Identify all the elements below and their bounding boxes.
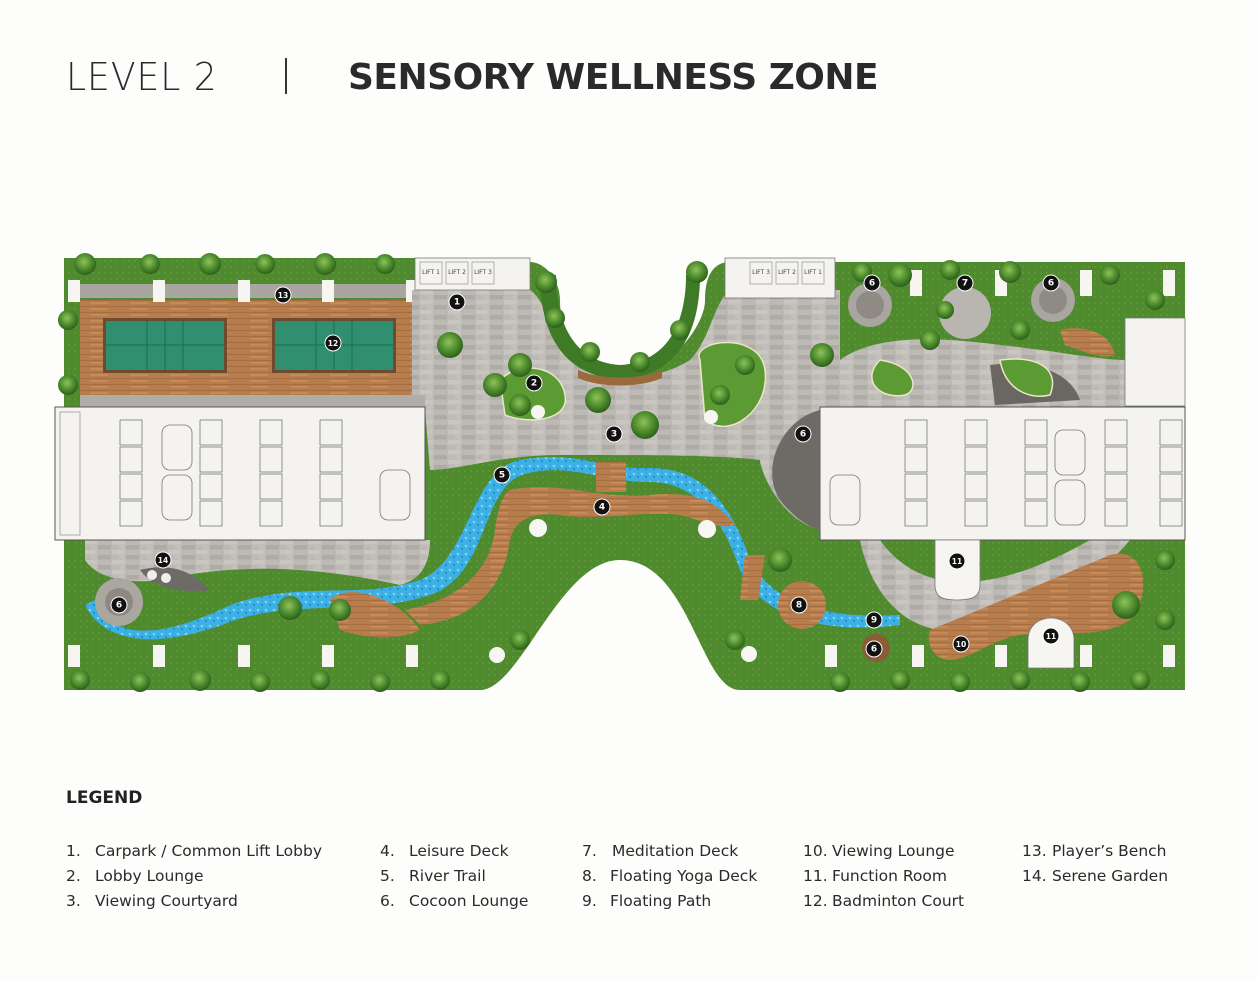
- plan-marker-6: 6: [865, 640, 883, 658]
- left-lift-lobby: LIFT 1 LIFT 2 LIFT 3: [414, 257, 531, 291]
- legend-column-3: 7.Meditation Deck 8.Floating Yoga Deck 9…: [582, 838, 757, 913]
- river-trail: [85, 457, 900, 640]
- lawn-islands: [499, 341, 1054, 427]
- plan-marker-6: 6: [110, 596, 128, 614]
- svg-text:14: 14: [158, 556, 168, 565]
- plan-marker-2: 2: [525, 374, 543, 392]
- lift-label: LIFT 3: [752, 269, 770, 276]
- lift-label: LIFT 3: [474, 269, 492, 276]
- top-garden-arch: [540, 275, 700, 386]
- legend-item: 1.Carpark / Common Lift Lobby: [66, 841, 323, 860]
- svg-text:3: 3: [611, 430, 617, 440]
- decks-right: [330, 553, 1144, 662]
- plan-marker-6: 6: [794, 425, 812, 443]
- svg-text:5: 5: [499, 471, 505, 481]
- plan-marker-11: 11: [948, 552, 966, 570]
- legend-item: 4.Leisure Deck: [380, 841, 509, 860]
- legend-item: 7.Meditation Deck: [582, 841, 739, 860]
- plan-marker-7: 7: [956, 274, 974, 292]
- svg-text:4: 4: [599, 503, 605, 513]
- legend-column-4: 10.Viewing Lounge 11.Function Room 12.Ba…: [803, 838, 964, 913]
- legend-column-5: 13.Player’s Bench 14.Serene Garden: [1022, 838, 1168, 888]
- left-building: [54, 406, 426, 541]
- legend-column-2: 4.Leisure Deck 5.River Trail 6.Cocoon Lo…: [380, 838, 528, 913]
- svg-text:6: 6: [869, 279, 875, 289]
- right-lift-lobby: LIFT 3 LIFT 2 LIFT 1: [724, 257, 836, 299]
- page-title: LEVEL 2 SENSORY WELLNESS ZONE: [66, 52, 879, 102]
- plan-marker-6: 6: [863, 274, 881, 292]
- legend-item: 9.Floating Path: [582, 891, 712, 910]
- zone-title: SENSORY WELLNESS ZONE: [348, 56, 879, 98]
- plan-marker-1: 1: [448, 293, 466, 311]
- plan-marker-4: 4: [593, 498, 611, 516]
- legend-title: LEGEND: [66, 788, 143, 808]
- plan-marker-5: 5: [493, 466, 511, 484]
- lift-label: LIFT 1: [804, 269, 822, 276]
- lift-label: LIFT 2: [778, 269, 796, 276]
- svg-text:8: 8: [796, 601, 802, 611]
- trees: [58, 253, 1175, 692]
- white-planters: [489, 405, 757, 663]
- right-building: [819, 317, 1186, 601]
- svg-text:7: 7: [962, 279, 968, 289]
- title-separator: [285, 58, 287, 94]
- svg-text:2: 2: [531, 379, 537, 389]
- plan-marker-9: 9: [865, 611, 883, 629]
- svg-text:6: 6: [800, 430, 806, 440]
- plan-marker-3: 3: [605, 425, 623, 443]
- plan-marker-14: 14: [154, 551, 172, 569]
- svg-text:10: 10: [956, 640, 966, 649]
- svg-text:12: 12: [328, 339, 338, 348]
- legend-item: 11.Function Room: [803, 866, 947, 885]
- legend-item: 2.Lobby Lounge: [66, 866, 204, 885]
- leisure-deck: [405, 462, 765, 625]
- legend-column-1: 1.Carpark / Common Lift Lobby 2.Lobby Lo…: [66, 838, 322, 913]
- legend-item: 6.Cocoon Lounge: [380, 891, 529, 910]
- legend-item: 12.Badminton Court: [803, 891, 965, 910]
- svg-text:1: 1: [454, 298, 460, 308]
- legend-item: 10.Viewing Lounge: [803, 841, 955, 860]
- svg-text:11: 11: [1046, 632, 1056, 641]
- level-label: LEVEL 2: [66, 55, 218, 99]
- legend-item: 13.Player’s Bench: [1022, 841, 1167, 860]
- legend-item: 5.River Trail: [380, 866, 486, 885]
- svg-text:6: 6: [871, 645, 877, 655]
- svg-text:13: 13: [278, 291, 288, 300]
- lift-label: LIFT 1: [422, 269, 440, 276]
- plan-marker-8: 8: [790, 596, 808, 614]
- plan-marker-10: 10: [952, 635, 970, 653]
- plan-marker-13: 13: [274, 286, 292, 304]
- svg-text:11: 11: [952, 557, 962, 566]
- lift-label: LIFT 2: [448, 269, 466, 276]
- legend-item: 14.Serene Garden: [1022, 866, 1169, 885]
- plan-marker-12: 12: [324, 334, 342, 352]
- svg-text:9: 9: [871, 616, 877, 626]
- plan-marker-11: 11: [1042, 627, 1060, 645]
- legend-item: 3.Viewing Courtyard: [66, 891, 238, 910]
- svg-text:6: 6: [116, 601, 122, 611]
- svg-text:6: 6: [1048, 279, 1054, 289]
- plan-marker-6: 6: [1042, 274, 1060, 292]
- perimeter-pillars: [68, 270, 1175, 667]
- legend-item: 8.Floating Yoga Deck: [582, 866, 758, 885]
